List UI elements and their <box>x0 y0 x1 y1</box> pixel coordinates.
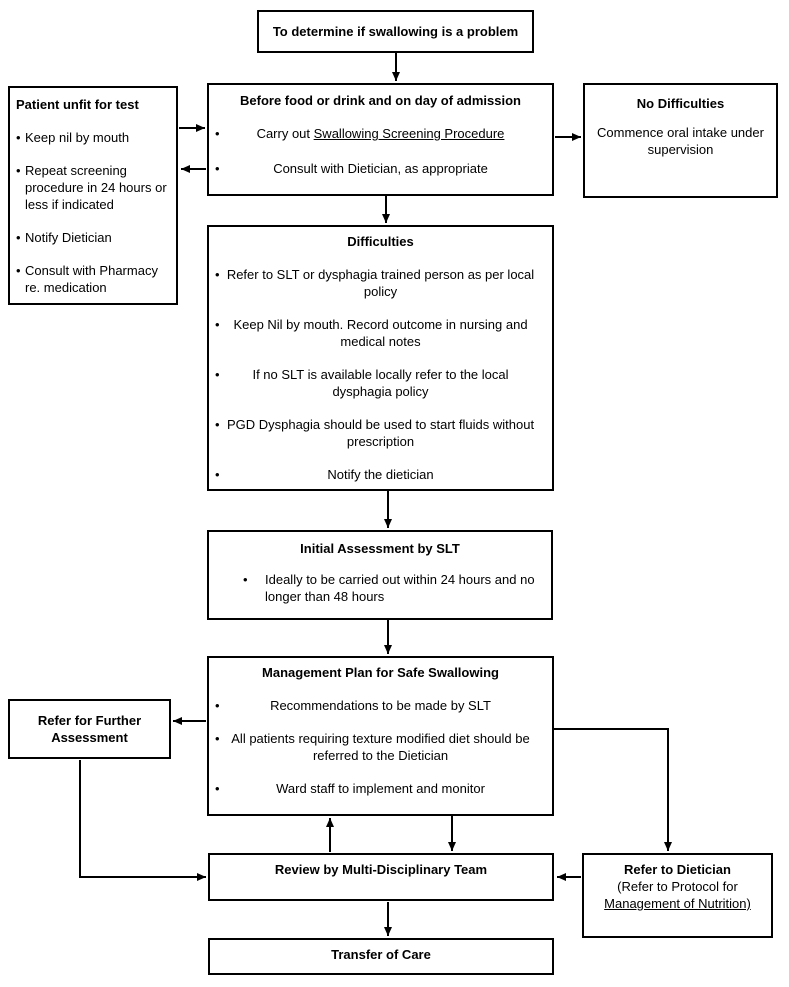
bullet-icon: • <box>215 367 220 382</box>
list-item: • All patients requiring texture modifie… <box>215 731 530 763</box>
management-plan-box: Management Plan for Safe Swallowing • Re… <box>207 656 554 816</box>
bullet-icon: • <box>215 161 220 176</box>
start-title: To determine if swallowing is a problem <box>272 24 519 39</box>
list-item: • Carry out Swallowing Screening Procedu… <box>215 126 505 141</box>
patient-unfit-title: Patient unfit for test <box>16 97 139 112</box>
list-item: • Consult with Pharmacy re. medication <box>16 263 158 295</box>
no-difficulties-body: Commence oral intake under supervision <box>597 125 764 157</box>
bullet-icon: • <box>215 731 220 746</box>
bullet-icon: • <box>16 263 21 278</box>
refer-further-title: Refer for Further Assessment <box>37 713 142 745</box>
no-difficulties-title: No Difficulties <box>636 96 725 111</box>
difficulties-title: Difficulties <box>347 234 414 249</box>
transfer-of-care-box: Transfer of Care <box>208 938 554 975</box>
refer-dietician-title: Refer to Dietician <box>624 862 731 877</box>
list-item: • PGD Dysphagia should be used to start … <box>215 417 535 449</box>
before-food-title: Before food or drink and on day of admis… <box>240 93 521 108</box>
refer-dietician-underlined: Management of Nutrition) <box>604 896 751 911</box>
refer-further-box: Refer for Further Assessment <box>8 699 171 759</box>
difficulties-box: Difficulties • Refer to SLT or dysphagia… <box>207 225 554 491</box>
bullet-icon: • <box>215 417 220 432</box>
review-mdt-title: Review by Multi-Disciplinary Team <box>274 862 488 877</box>
arrow-management-plan-to-refer-dietician <box>554 728 672 851</box>
list-item: • Refer to SLT or dysphagia trained pers… <box>215 267 535 299</box>
bullet-icon: • <box>243 572 248 587</box>
no-difficulties-box: No Difficulties Commence oral intake und… <box>583 83 778 198</box>
underlined-link-text: Swallowing Screening Procedure <box>313 126 505 141</box>
transfer-of-care-title: Transfer of Care <box>331 947 431 962</box>
list-item: • Recommendations to be made by SLT <box>215 698 491 713</box>
list-item: • Ideally to be carried out within 24 ho… <box>243 572 535 604</box>
before-food-box: Before food or drink and on day of admis… <box>207 83 554 196</box>
list-item: • Ward staff to implement and monitor <box>215 781 485 796</box>
patient-unfit-box: Patient unfit for test • Keep nil by mou… <box>8 86 178 305</box>
list-item: • Keep nil by mouth <box>16 130 130 145</box>
initial-assessment-box: Initial Assessment by SLT • Ideally to b… <box>207 530 553 620</box>
list-item: • Keep Nil by mouth. Record outcome in n… <box>215 317 528 349</box>
start-box: To determine if swallowing is a problem <box>257 10 534 53</box>
bullet-icon: • <box>215 126 220 141</box>
arrow-refer-further-to-review <box>79 760 206 881</box>
review-mdt-box: Review by Multi-Disciplinary Team <box>208 853 554 901</box>
bullet-icon: • <box>16 163 21 178</box>
list-item: • Repeat screening procedure in 24 hours… <box>16 163 167 212</box>
bullet-icon: • <box>215 698 220 713</box>
management-plan-title: Management Plan for Safe Swallowing <box>262 665 499 680</box>
bullet-icon: • <box>16 130 21 145</box>
refer-dietician-box: Refer to Dietician (Refer to Protocol fo… <box>582 853 773 938</box>
list-item: • If no SLT is available locally refer t… <box>215 367 509 399</box>
bullet-icon: • <box>16 230 21 245</box>
list-item: • Notify Dietician <box>16 230 112 245</box>
refer-dietician-line2: (Refer to Protocol for <box>617 879 738 894</box>
bullet-icon: • <box>215 317 220 332</box>
initial-assessment-title: Initial Assessment by SLT <box>300 541 460 556</box>
bullet-icon: • <box>215 467 220 482</box>
list-item: • Notify the dietician <box>215 467 434 482</box>
list-item: • Consult with Dietician, as appropriate <box>215 161 488 176</box>
bullet-icon: • <box>215 781 220 796</box>
bullet-icon: • <box>215 267 220 282</box>
